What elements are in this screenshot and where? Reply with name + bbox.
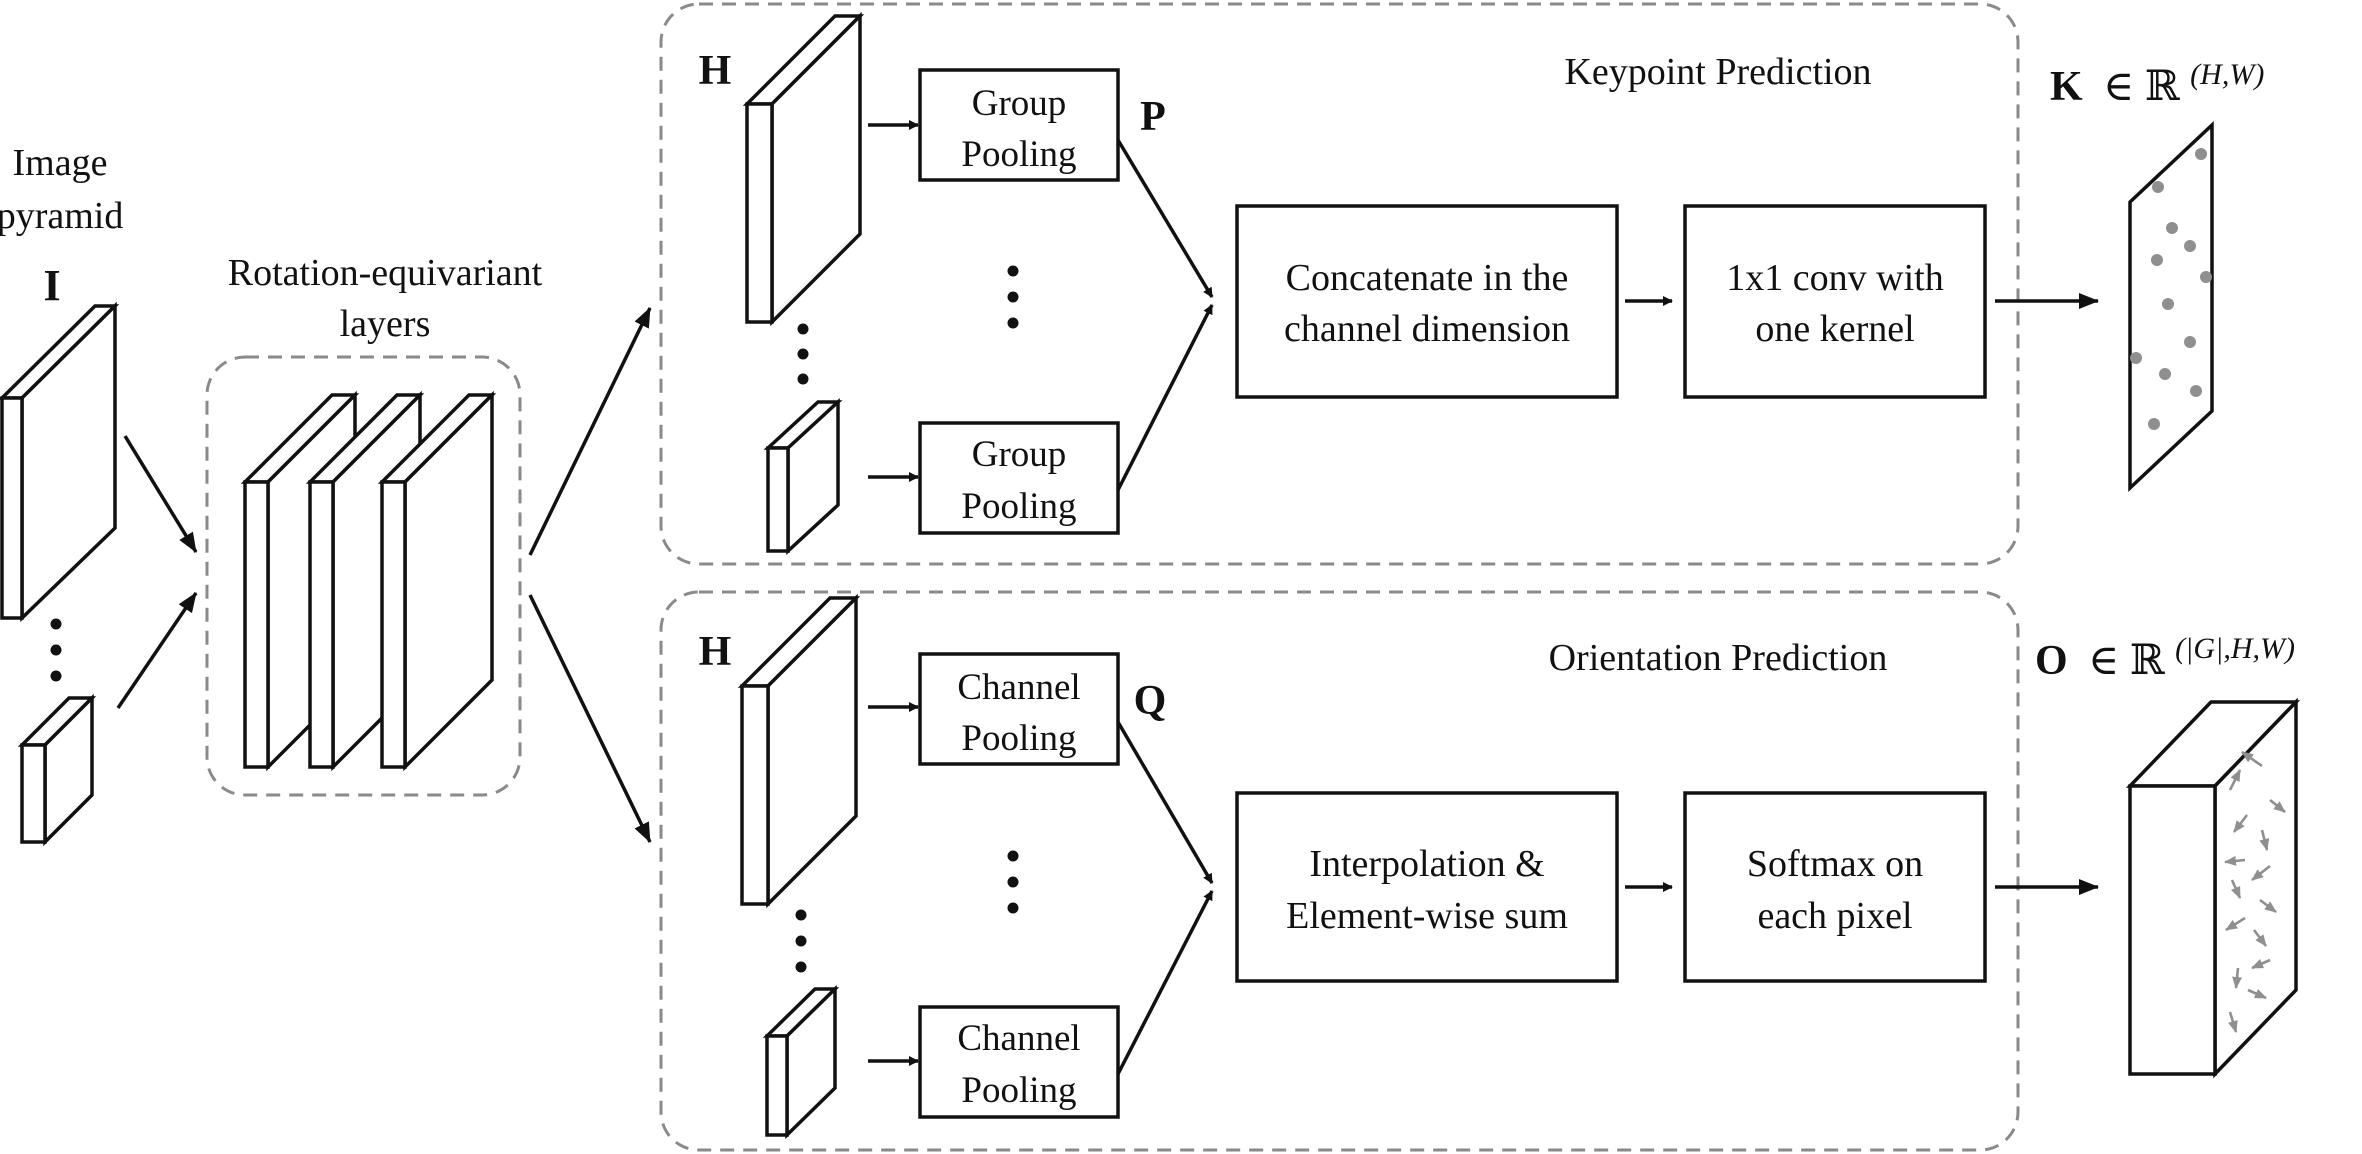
orientation-branch-title: Orientation Prediction: [1549, 637, 1888, 679]
softmax-line2: each pixel: [1757, 895, 1912, 937]
arrow-group-pooling-bottom-to-concat: [1116, 304, 1214, 491]
conv-1x1-line2: one kernel: [1755, 308, 1914, 350]
keypoint-pooled-symbol: P: [1140, 94, 1166, 140]
keypoint-feature-ellipsis: [797, 323, 809, 385]
pyramid-level-small: [17, 693, 97, 847]
orientation-output-label: O ∈ ℝ (|G|,H,W): [2035, 632, 2295, 684]
keypoint-feature-map-large: [742, 11, 865, 327]
orientation-feature-map-small: [762, 984, 840, 1140]
orientation-volume: [2125, 697, 2301, 1079]
conv-1x1-box: 1x1 conv with one kernel: [1683, 204, 1987, 399]
group-pooling-box-top: Group Pooling: [918, 68, 1120, 182]
softmax-line1: Softmax on: [1747, 843, 1923, 885]
group-pooling-bottom-line2: Pooling: [961, 486, 1076, 527]
backbone-label-line2: layers: [340, 303, 431, 345]
image-pyramid-label-line1: Image: [13, 142, 108, 184]
arrow-pyramid-large-to-backbone: [123, 435, 198, 553]
group-pooling-top-line1: Group: [972, 83, 1067, 124]
interpolation-box: Interpolation & Element-wise sum: [1235, 791, 1619, 983]
arrow-group-pooling-top-to-concat: [1116, 139, 1214, 298]
concatenate-line1: Concatenate in the: [1286, 257, 1569, 299]
arrow-channel-pooling-top-to-interp: [1116, 721, 1214, 884]
channel-pooling-box-top: Channel Pooling: [918, 652, 1120, 766]
channel-pooling-top-line1: Channel: [957, 667, 1080, 708]
channel-pooling-bottom-line2: Pooling: [961, 1070, 1076, 1111]
arrow-pyramid-small-to-backbone: [116, 592, 198, 709]
orientation-output-symbol: O: [2035, 638, 2068, 684]
channel-pooling-top-line2: Pooling: [961, 718, 1076, 759]
channel-pooling-box-bottom: Channel Pooling: [918, 1005, 1120, 1119]
keypoint-markers: [2130, 148, 2212, 430]
orientation-markers: [2224, 750, 2286, 1033]
pyramid-ellipsis: [50, 618, 62, 682]
keypoint-branch-title: Keypoint Prediction: [1564, 51, 1871, 93]
backbone-label-line1: Rotation-equivariant: [228, 252, 543, 294]
orientation-output-dims: (|G|,H,W): [2175, 632, 2295, 665]
orientation-pooling-ellipsis: [1007, 850, 1019, 914]
interpolation-line1: Interpolation &: [1309, 843, 1544, 885]
orientation-output-space: ∈ ℝ: [2088, 638, 2166, 684]
image-pyramid: Image pyramid I: [0, 142, 123, 847]
concatenate-box: Concatenate in the channel dimension: [1235, 204, 1619, 399]
orientation-pooled-symbol: Q: [1134, 678, 1167, 724]
backbone-dashed-box: [205, 355, 522, 797]
orientation-feature-ellipsis: [795, 909, 807, 973]
keypoint-feature-map-small: [763, 398, 843, 555]
keypoint-feature-symbol: H: [699, 48, 732, 94]
image-pyramid-label-line2: pyramid: [0, 195, 123, 237]
arrow-backbone-to-orientation-branch: [528, 594, 652, 843]
orientation-output: O ∈ ℝ (|G|,H,W): [2035, 632, 2301, 1079]
orientation-branch: Orientation Prediction H Channel Pooling: [659, 590, 2099, 1152]
arrow-channel-pooling-bottom-to-interp: [1116, 890, 1214, 1075]
softmax-box: Softmax on each pixel: [1683, 791, 1987, 983]
orientation-feature-symbol: H: [699, 629, 732, 675]
group-pooling-top-line2: Pooling: [961, 134, 1076, 175]
channel-pooling-bottom-line1: Channel: [957, 1018, 1080, 1059]
group-pooling-bottom-line1: Group: [972, 434, 1067, 475]
keypoint-output: K ∈ ℝ (H,W): [2050, 58, 2264, 493]
keypoint-output-space: ∈ ℝ: [2103, 64, 2181, 110]
orientation-branch-dashed-box: [659, 590, 2020, 1152]
keypoint-pooling-ellipsis: [1007, 265, 1019, 329]
pyramid-level-large: [0, 301, 120, 623]
image-pyramid-symbol: I: [43, 261, 60, 310]
conv-1x1-line1: 1x1 conv with: [1726, 257, 1943, 299]
arrow-backbone-to-keypoint-branch: [528, 307, 652, 556]
group-pooling-box-bottom: Group Pooling: [918, 421, 1120, 535]
concatenate-line2: channel dimension: [1284, 308, 1570, 350]
orientation-feature-map-large: [737, 593, 861, 909]
keypoint-output-symbol: K: [2050, 64, 2083, 110]
interpolation-line2: Element-wise sum: [1286, 895, 1568, 937]
keypoint-branch: Keypoint Prediction H Group Pooling: [659, 2, 2099, 566]
backbone-layer-3: [377, 390, 497, 772]
keypoint-output-dims: (H,W): [2190, 58, 2264, 91]
rotation-equivariant-layers: Rotation-equivariant layers: [205, 252, 543, 797]
keypoint-output-label: K ∈ ℝ (H,W): [2050, 58, 2264, 110]
